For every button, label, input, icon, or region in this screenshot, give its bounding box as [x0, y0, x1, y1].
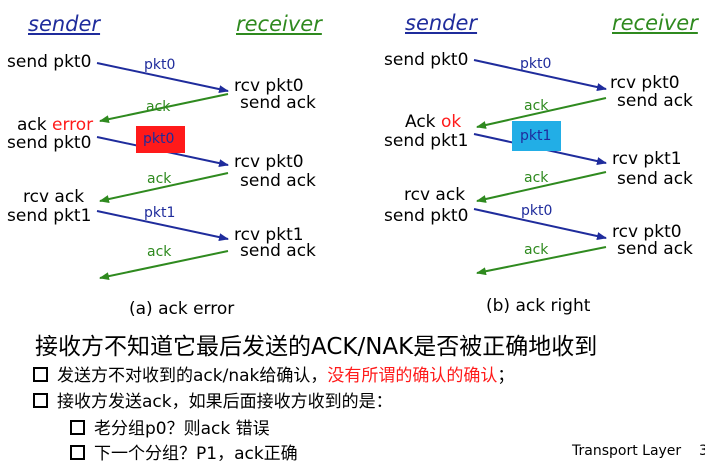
right-msg-ack2: ack: [524, 170, 549, 186]
right-sender-send-pkt0-2: send pkt0: [384, 206, 469, 226]
red-emphasis: 没有所谓的确认的确认: [327, 366, 498, 386]
right-arrow-ack2: [476, 171, 607, 203]
left-msg-ack2: ack: [147, 171, 172, 187]
right-receiver-send-ack-3: send ack: [617, 239, 693, 259]
left-msg-pkt0-box: pkt0: [143, 131, 175, 147]
left-receiver-send-ack-2: send ack: [240, 171, 316, 191]
left-sender-ack-error: ack error: [17, 115, 94, 135]
right-receiver-header: receiver: [612, 11, 698, 35]
right-pkt1-ok-box: pkt1: [512, 121, 561, 151]
right-msg-pkt1-box: pkt1: [520, 128, 552, 144]
right-receiver-send-ack-2: send ack: [617, 169, 693, 189]
left-receiver-rcv-pkt0: rcv pkt0: [234, 76, 304, 96]
left-arrow-ack1: [99, 93, 229, 124]
left-receiver-rcv-pkt0-2: rcv pkt0: [234, 152, 304, 172]
left-arrow-pkt0: [96, 62, 229, 94]
left-msg-ack1: ack: [146, 99, 171, 115]
right-sender-rcv-ack: rcv ack: [404, 185, 466, 205]
right-receiver-send-ack: send ack: [617, 91, 693, 111]
right-sender-ack-ok: Ack ok: [405, 112, 462, 132]
right-receiver-rcv-pkt0: rcv pkt0: [610, 73, 680, 93]
right-receiver-rcv-pkt1: rcv pkt1: [612, 149, 682, 169]
right-arrow-ack1: [476, 97, 607, 129]
bullet-1: 发送方不对收到的ack/nak给确认，没有所谓的确认的确认；: [33, 366, 514, 386]
left-receiver-rcv-pkt1: rcv pkt1: [234, 225, 304, 245]
left-arrow-ack3: [99, 250, 229, 281]
checkbox-icon: [33, 392, 48, 408]
right-receiver-rcv-pkt0-2: rcv pkt0: [612, 222, 682, 242]
bullet-2-1: 老分组p0？则ack 错误: [70, 419, 270, 438]
right-arrow-pkt0-2: [473, 208, 607, 240]
left-arrow-pkt1: [96, 210, 229, 242]
left-msg-ack3: ack: [147, 244, 172, 260]
error-word: error: [52, 115, 94, 135]
left-arrow-ack2: [99, 172, 229, 203]
left-pkt0-error-box: pkt0: [136, 126, 185, 153]
left-receiver-send-ack: send ack: [240, 93, 316, 113]
left-sender-send-pkt0: send pkt0: [7, 52, 92, 72]
right-msg-pkt0: pkt0: [520, 56, 552, 72]
right-msg-pkt0-2: pkt0: [521, 203, 553, 219]
right-sender-header: sender: [405, 11, 478, 35]
ok-word: ok: [440, 112, 462, 132]
checkbox-icon: [70, 419, 85, 435]
footer-label: Transport Layer: [572, 443, 682, 459]
left-receiver-send-ack-3: send ack: [240, 241, 316, 261]
left-msg-pkt0: pkt0: [144, 57, 176, 73]
bullet-2-2: 下一个分组？P1，ack正确: [70, 444, 298, 463]
left-sender-send-pkt1: send pkt1: [7, 206, 92, 226]
right-msg-ack3: ack: [524, 242, 549, 258]
right-arrow-pkt0: [473, 59, 607, 91]
right-arrow-ack3: [476, 246, 607, 276]
left-receiver-header: receiver: [236, 12, 322, 36]
checkbox-icon: [70, 444, 85, 460]
bullet-2: 接收方发送ack，如果后面接收方收到的是：: [33, 392, 393, 411]
right-msg-ack1: ack: [524, 98, 549, 114]
right-sender-send-pkt0: send pkt0: [384, 50, 469, 70]
left-caption: (a) ack error: [129, 299, 235, 319]
checkbox-icon: [33, 366, 48, 382]
left-sender-send-pkt0-again: send pkt0: [7, 133, 92, 153]
left-sender-rcv-ack: rcv ack: [23, 187, 85, 207]
right-sender-send-pkt1: send pkt1: [384, 131, 469, 151]
left-msg-pkt1: pkt1: [144, 205, 176, 221]
slide-title: 接收方不知道它最后发送的ACK/NAK是否被正确地收到: [35, 334, 598, 360]
right-caption: (b) ack right: [486, 296, 591, 316]
left-sender-header: sender: [28, 12, 101, 36]
page-number: 3: [699, 443, 705, 459]
